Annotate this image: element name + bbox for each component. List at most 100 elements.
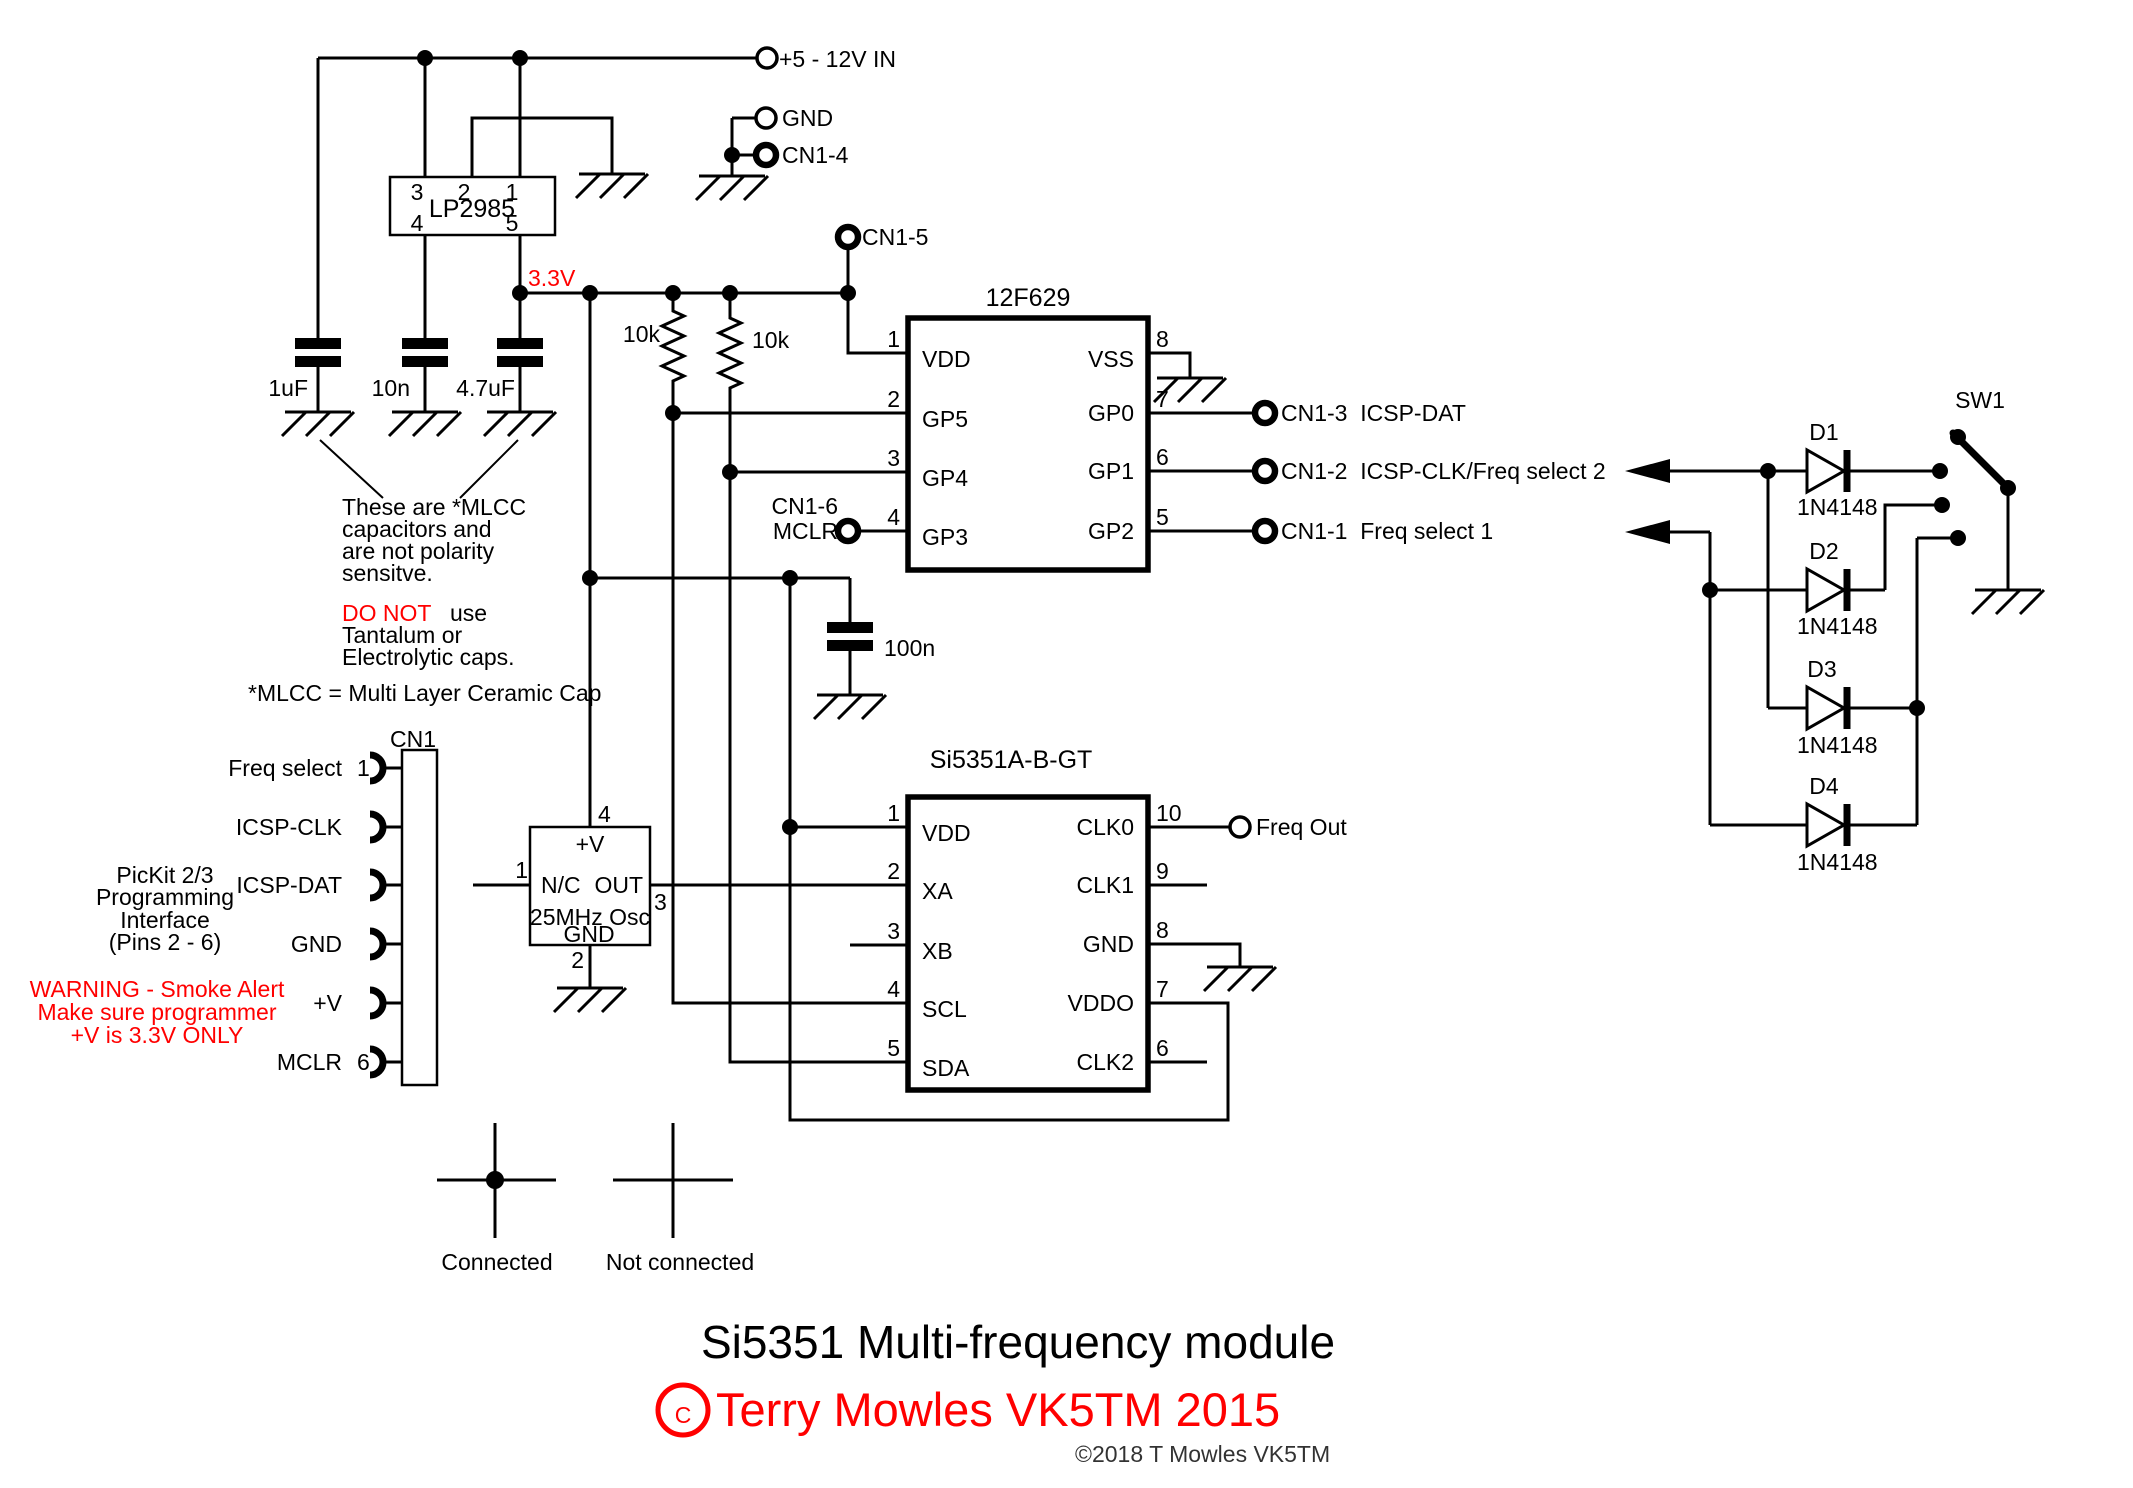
legend-notconnected-label: Not connected: [606, 1249, 754, 1275]
synth-pin-clk0: CLK0: [1076, 814, 1134, 840]
ground-icon: [812, 693, 888, 721]
cn1-pin1-num: 1: [357, 755, 370, 781]
osc-nc-label: N/C: [541, 872, 581, 898]
offpage-arrow-icon: [1625, 520, 1670, 544]
mcu-pin5-num: 5: [1156, 504, 1169, 530]
copyright-circle-icon: [655, 1382, 711, 1438]
ground-icon: [387, 410, 463, 438]
d3-part: 1N4148: [1797, 732, 1878, 758]
osc-pin3-num: 3: [654, 889, 667, 915]
warning-line1: WARNING - Smoke Alert: [30, 976, 285, 1002]
terminal-cn1-6-mclr: [834, 517, 862, 545]
cn1-5-label: CN1-5: [862, 224, 928, 250]
copyright-text: Terry Mowles VK5TM 2015: [716, 1383, 1280, 1436]
osc-out-label: OUT: [594, 872, 643, 898]
synth-pin3-num: 3: [887, 918, 900, 944]
cn1-pin3-label: ICSP-DAT: [236, 872, 342, 898]
mcu-pin-gp0: GP0: [1088, 400, 1134, 426]
wire-vss-gnd: [1148, 351, 1192, 378]
synth-pin-clk1: CLK1: [1076, 872, 1134, 898]
mcu-pin-vss: VSS: [1088, 346, 1134, 372]
synth-pin-scl: SCL: [922, 996, 967, 1022]
mcu-pin-gp3: GP3: [922, 524, 968, 550]
osc-labels: 4 +V 1 N/C OUT 3 25MHz Osc GND 2: [515, 801, 667, 973]
synth-pin9-num: 9: [1156, 858, 1169, 884]
donot-black: use: [450, 600, 487, 626]
ground-icon: [552, 986, 628, 1014]
r2-label: 10k: [752, 327, 790, 353]
terminal-cn1-4: [752, 141, 780, 169]
d2-label: D2: [1809, 538, 1838, 564]
synth-pin-vddo: VDDO: [1068, 990, 1134, 1016]
offpage-arrow-icon: [1625, 459, 1670, 483]
capacitor-100n-icon: [827, 622, 873, 651]
vin-label: +5 - 12V IN: [779, 46, 896, 72]
mcu-name: 12F629: [986, 284, 1071, 312]
legend-cross-notconnected: [613, 1123, 733, 1238]
osc-vplus-label: +V: [576, 831, 605, 857]
warning-line3: +V is 3.3V ONLY: [71, 1022, 244, 1048]
components: [295, 175, 2012, 1093]
ground-icon: [694, 174, 770, 202]
osc-pin4-num: 4: [598, 801, 611, 827]
synth-name: Si5351A-B-GT: [930, 746, 1093, 774]
diode-d3-icon: [1807, 687, 1847, 729]
synth-pin8-num: 8: [1156, 917, 1169, 943]
legend-connected-label: Connected: [441, 1249, 552, 1275]
capacitor-10n-icon: [402, 338, 448, 367]
d4-label: D4: [1809, 773, 1839, 799]
wire-synth-gnd: [1148, 942, 1242, 967]
pickit-line1: PicKit 2/3: [116, 862, 213, 888]
terminal-cn1-5: [834, 223, 862, 251]
synth-pin2-num: 2: [887, 858, 900, 884]
d3-label: D3: [1807, 656, 1836, 682]
diode-d1-icon: [1807, 450, 1847, 492]
synth-pin7-num: 7: [1156, 976, 1169, 1002]
terminal-vin: [755, 46, 779, 70]
capacitor-4u7-icon: [497, 338, 543, 367]
cn1-pin6-num: 6: [357, 1049, 370, 1075]
ic-lp2985-box: [388, 175, 557, 237]
freq-out-label: Freq Out: [1256, 814, 1347, 840]
reg-name: LP2985: [429, 195, 515, 223]
terminals: [752, 46, 1279, 839]
note-pointer-lines: [319, 439, 519, 499]
osc-gnd-label: GND: [563, 921, 614, 947]
cn1-pin1-label: Freq select: [228, 755, 342, 781]
mclr-label-1: CN1-6: [772, 493, 838, 519]
synth-pin-sda: SDA: [922, 1055, 970, 1081]
osc-name: 25MHz Osc: [530, 904, 650, 930]
osc-25mhz-box: [528, 825, 652, 947]
reg-pin4-num: 4: [411, 210, 424, 236]
synth-pin10-num: 10: [1156, 800, 1182, 826]
osc-pin1-num: 1: [515, 857, 528, 883]
mlcc-line2: capacitors and: [342, 516, 492, 542]
connector-pin-icon: [370, 990, 402, 1016]
notes: PicKit 2/3 Programming Interface (Pins 2…: [30, 494, 602, 1048]
cap-1uf-label: 1uF: [268, 375, 308, 401]
connector-pin-icon: [370, 755, 402, 781]
osc-pin2-num: 2: [571, 947, 584, 973]
mcu-pin7-num: 7: [1156, 386, 1169, 412]
cn1-labels: CN1 Freq select 1 ICSP-CLK ICSP-DAT GND …: [228, 726, 436, 1075]
mcu-pin-vdd: VDD: [922, 346, 971, 372]
mcu-pin-gp4: GP4: [922, 465, 968, 491]
synth-pin4-num: 4: [887, 976, 900, 1002]
mcu-pin2-num: 2: [887, 386, 900, 412]
terminal-label-cn1-3: CN1-3 ICSP-DAT: [1281, 400, 1466, 426]
diode-d4-icon: [1807, 804, 1847, 846]
diode-d2-icon: [1807, 569, 1847, 611]
wire-reg-pin2-gnd: [470, 116, 614, 177]
wire-freqsel1-riser: [1668, 530, 1712, 825]
cn1-pin-arcs: [370, 755, 402, 1075]
d2-part: 1N4148: [1797, 613, 1878, 639]
sw1-label: SW1: [1955, 387, 2005, 413]
reg-pin5-num: 5: [506, 210, 519, 236]
wire-sda: [728, 472, 908, 1064]
donot-red: DO NOT: [342, 600, 431, 626]
synth-pin-vdd: VDD: [922, 820, 971, 846]
ground-icon: [280, 410, 356, 438]
reg-pin2-num: 2: [458, 179, 471, 205]
ic-12f629-labels: 12F629 1 2 3 4 VDD GP5 GP4 GP3 8 7 6 5 V…: [772, 284, 1606, 550]
mcu-pin1-num: 1: [887, 326, 900, 352]
